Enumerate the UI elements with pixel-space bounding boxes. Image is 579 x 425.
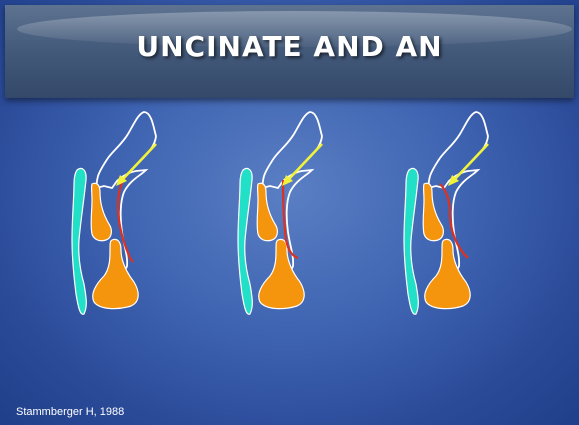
citation: Stammberger H, 1988 <box>16 406 124 418</box>
diagram-panel-1 <box>72 112 156 314</box>
diagram-panel-2 <box>238 112 322 314</box>
diagram-panel-3 <box>404 112 488 314</box>
